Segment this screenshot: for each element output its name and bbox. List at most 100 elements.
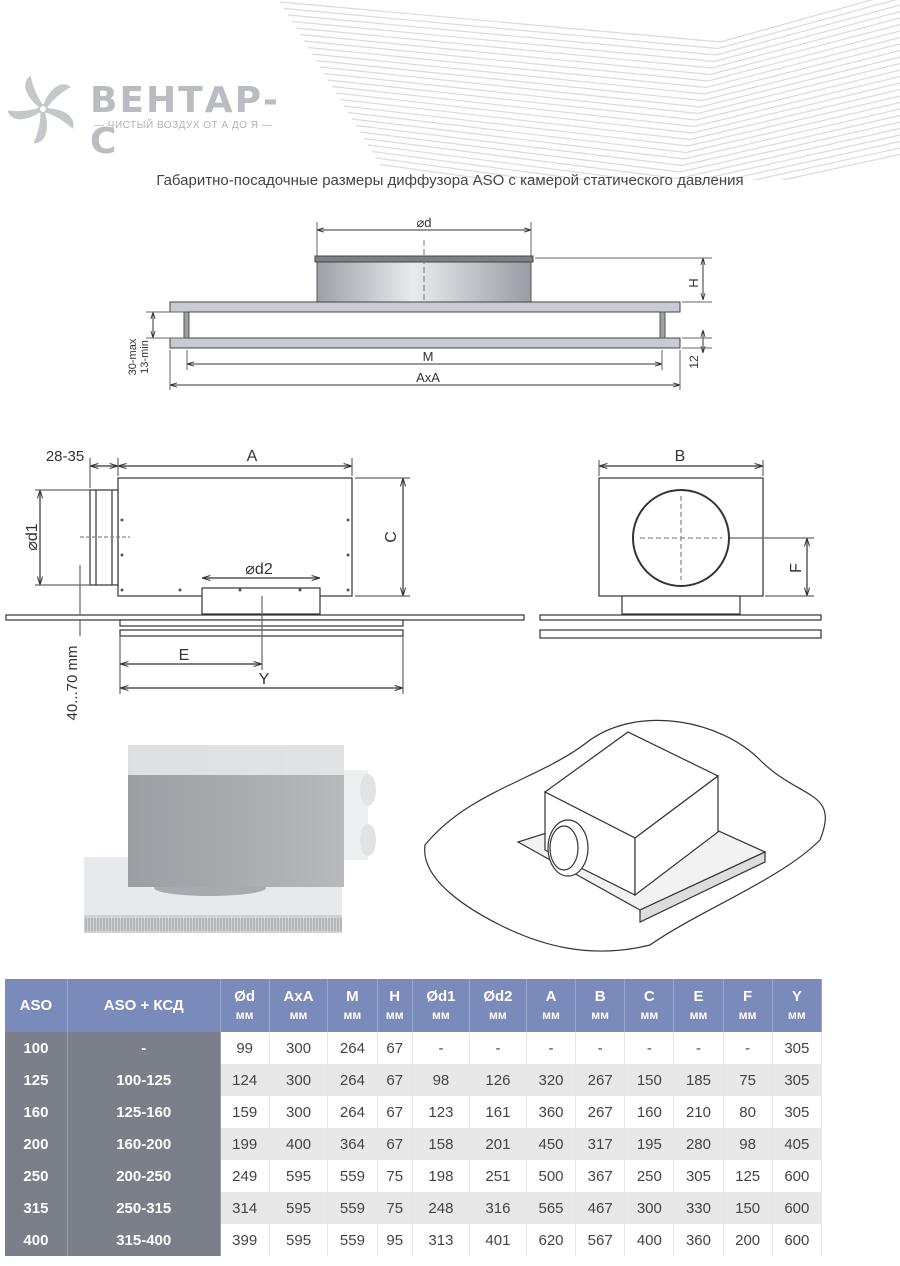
brand-tagline: — ЧИСТЫЙ ВОЗДУХ ОТ А ДО Я — [94,120,273,131]
table-cell: 210 [673,1096,724,1128]
table-cell: 198 [412,1160,470,1192]
table-cell: 126 [469,1064,527,1096]
column-header-unit: мм [343,1007,362,1022]
table-cell: 300 [269,1032,329,1064]
table-cell: - [723,1032,773,1064]
dim-a: A [247,448,258,465]
table-cell: 99 [220,1032,270,1064]
table-cell: 315 [5,1192,68,1224]
table-cell: - [412,1032,470,1064]
dim-f: F [788,563,805,573]
table-cell: 300 [624,1192,675,1224]
table-cell: 313 [412,1224,470,1256]
table-cell: 160 [5,1096,68,1128]
table-cell: 559 [327,1224,378,1256]
table-cell: 250 [5,1160,68,1192]
dim-d1: ⌀d1 [24,523,41,551]
column-header-unit: мм [542,1007,560,1022]
column-header-label: ASO + КСД [103,996,184,1014]
table-cell: 75 [377,1160,413,1192]
table-cell: - [575,1032,626,1064]
table-cell: 600 [772,1192,823,1224]
table-cell: 160-200 [67,1128,221,1160]
table-cell: 305 [673,1160,724,1192]
table-cell: 150 [624,1064,675,1096]
table-cell: 125 [723,1160,773,1192]
column-header-label: ASO [19,996,53,1014]
column-header-unit: мм [689,1007,708,1022]
column-header-unit: мм [289,1007,308,1022]
table-cell: 267 [575,1096,626,1128]
brand-logo: ВЕНТАР-С — ЧИСТЫЙ ВОЗДУХ ОТ А ДО Я — [8,74,278,162]
column-header-label: B [594,987,606,1005]
table-cell: - [526,1032,577,1064]
column-header-unit: мм [738,1007,757,1022]
table-cell: 200-250 [67,1160,221,1192]
table-cell: 305 [772,1032,823,1064]
column-header-unit: мм [235,1007,254,1022]
table-cell: 360 [673,1224,724,1256]
dim-ceiling: 40...70 mm [64,645,81,720]
brand-name: ВЕНТАР-С [90,80,280,162]
table-cell: 158 [412,1128,470,1160]
table-cell: - [67,1032,221,1064]
table-cell: 595 [269,1160,329,1192]
dim-d: ⌀d [416,215,431,230]
table-cell: - [624,1032,675,1064]
table-cell: 305 [772,1096,823,1128]
column-header-label: C [643,987,655,1005]
table-cell: 360 [526,1096,577,1128]
table-cell: 67 [377,1064,413,1096]
dim-gap-max: 30-max [127,338,139,375]
table-cell: 600 [772,1224,823,1256]
table-cell: 620 [526,1224,577,1256]
table-cell: 316 [469,1192,527,1224]
table-cell: 201 [469,1128,527,1160]
column-header-label: Ød [234,987,256,1005]
table-cell: - [673,1032,724,1064]
table-cell: 195 [624,1128,675,1160]
column-header: Ød мм [220,979,270,1032]
table-cell: 100 [5,1032,68,1064]
table-cell: 248 [412,1192,470,1224]
table-cell: 264 [327,1096,378,1128]
column-header-unit: мм [591,1007,610,1022]
table-cell: 400 [624,1224,675,1256]
column-header-label: M [346,987,359,1005]
dim-m: M [423,349,434,364]
table-cell: 124 [220,1064,270,1096]
table-cell: 264 [327,1032,378,1064]
table-cell: 98 [412,1064,470,1096]
table-cell: 400 [5,1224,68,1256]
page-title: Габаритно-посадочные размеры диффузора A… [156,172,744,189]
fan-icon [8,75,74,144]
table-cell: 125-160 [67,1096,221,1128]
column-header: ASO + КСД [67,979,221,1032]
table-cell: 267 [575,1064,626,1096]
table-cell: 125 [5,1064,68,1096]
column-header-unit: мм [640,1007,659,1022]
table-cell: 367 [575,1160,626,1192]
table-cell: 405 [772,1128,823,1160]
table-cell: 75 [723,1064,773,1096]
table-cell: 314 [220,1192,270,1224]
table-cell: 123 [412,1096,470,1128]
table-cell: 161 [469,1096,527,1128]
table-cell: 67 [377,1096,413,1128]
dim-d2: ⌀d2 [245,561,273,578]
isometric-view [424,719,826,952]
rivets-side [120,518,350,592]
table-cell: 305 [772,1064,823,1096]
